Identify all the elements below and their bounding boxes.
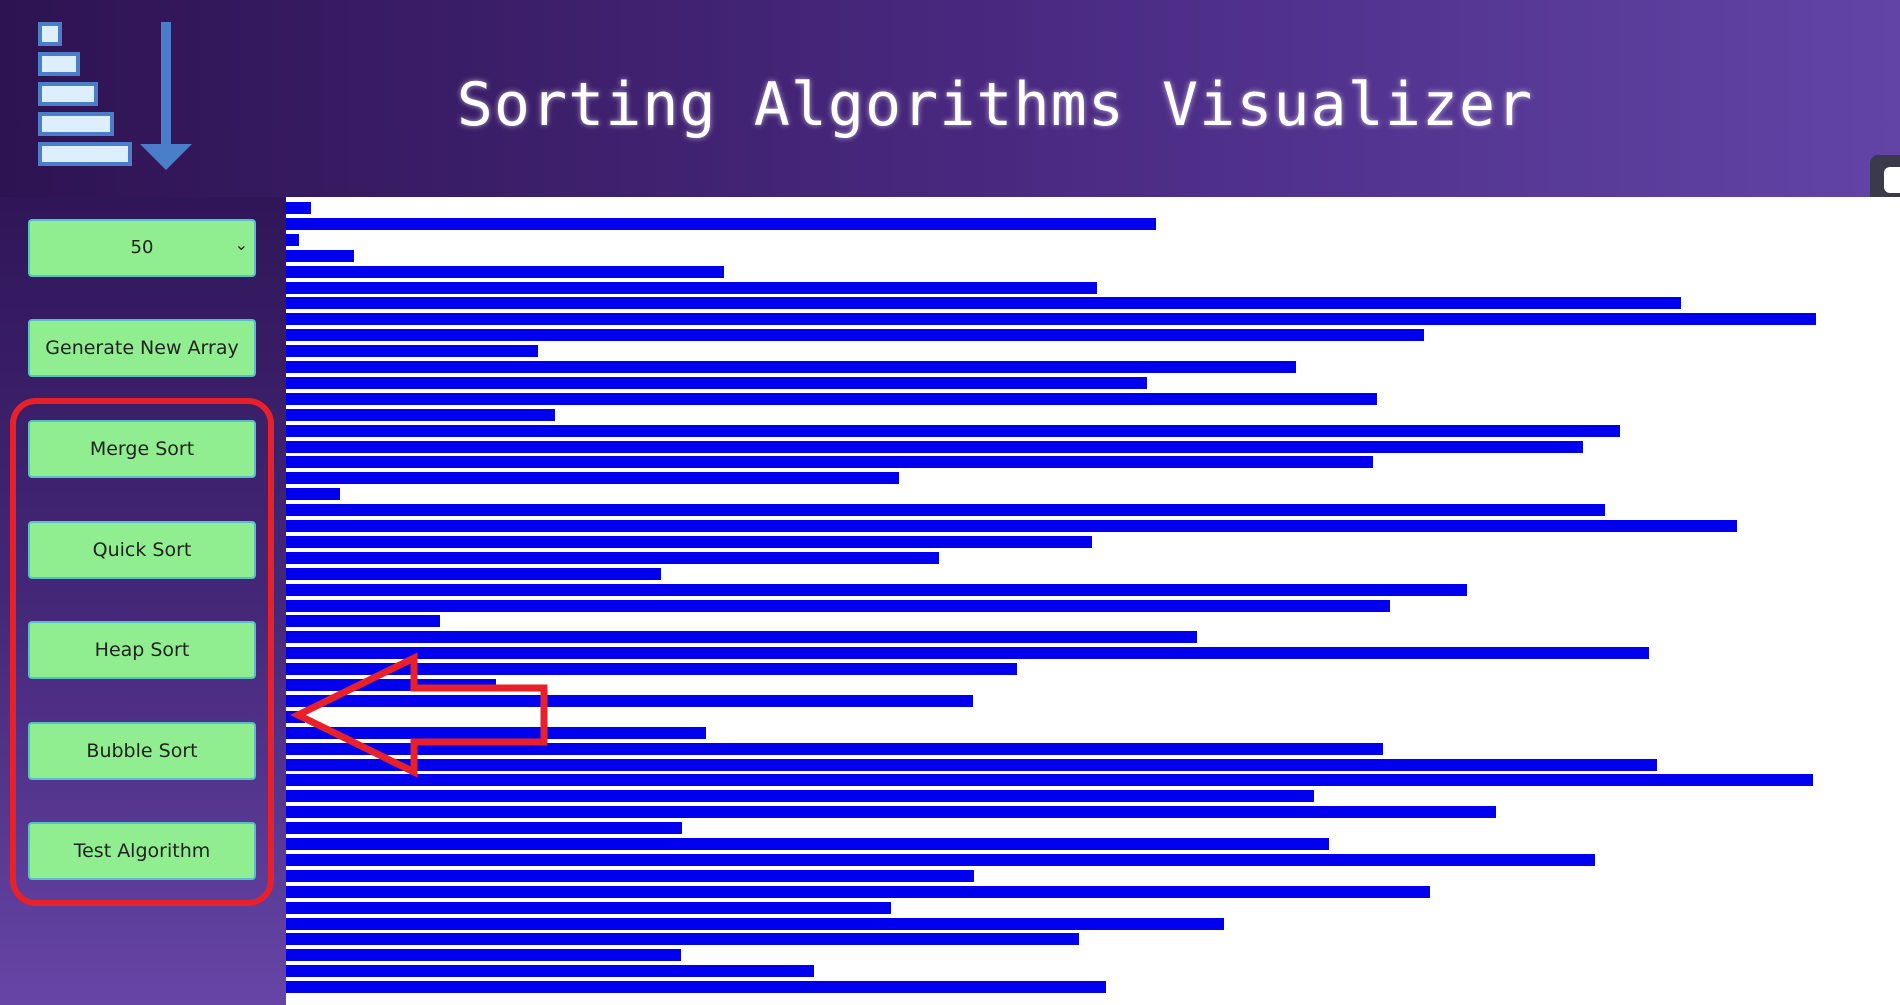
array-bar [286, 631, 1197, 644]
array-size-value: 50 [130, 237, 154, 258]
array-bar [286, 679, 496, 691]
array-bar [286, 329, 1424, 342]
test-algorithm-button[interactable]: Test Algorithm [28, 822, 256, 880]
array-bar [286, 345, 538, 358]
side-panel-handle-icon [1884, 167, 1900, 193]
array-bar [286, 647, 1649, 660]
array-bar [286, 472, 899, 485]
page-title: Sorting Algorithms Visualizer [456, 70, 1534, 140]
array-bar [286, 869, 974, 882]
array-bar [286, 742, 1383, 755]
array-bar [286, 551, 939, 564]
array-bar [286, 392, 1377, 405]
heap-sort-button[interactable]: Heap Sort [28, 621, 256, 679]
array-bar [286, 694, 973, 707]
array-bar [286, 981, 1106, 994]
array-bar [286, 265, 724, 278]
array-bar [286, 504, 1605, 517]
array-bar [286, 838, 1329, 850]
array-bar [286, 710, 305, 723]
array-bar [286, 440, 1583, 453]
array-bar [286, 758, 1657, 771]
array-bar [286, 917, 1224, 930]
array-bar [286, 520, 1737, 532]
array-bar [286, 408, 555, 421]
array-bar [286, 361, 1296, 373]
array-bar [286, 774, 1813, 787]
array-bars-panel [286, 197, 1900, 1005]
array-bar [286, 885, 1430, 898]
array-bar [286, 233, 299, 246]
array-bar [286, 806, 1496, 819]
array-size-select[interactable]: 50 ⌄ [28, 219, 256, 277]
array-bar [286, 567, 661, 580]
array-bar [286, 615, 440, 628]
header: Sorting Algorithms Visualizer [0, 0, 1900, 205]
array-bar [286, 488, 340, 501]
array-bar [286, 822, 682, 835]
array-bar [286, 249, 354, 262]
array-bar [286, 456, 1373, 469]
array-bar [286, 726, 706, 739]
array-bar [286, 297, 1681, 310]
array-bar [286, 853, 1595, 866]
array-bar [286, 424, 1620, 437]
array-bar [286, 535, 1092, 548]
array-bar [286, 313, 1816, 326]
array-bar [286, 583, 1467, 596]
array-bar [286, 901, 891, 914]
array-bar [286, 599, 1390, 612]
side-panel-handle[interactable] [1870, 155, 1900, 205]
sort-descending-icon [38, 22, 192, 170]
array-bar [286, 663, 1017, 676]
generate-new-array-button[interactable]: Generate New Array [28, 319, 256, 377]
array-bar [286, 281, 1097, 294]
quick-sort-button[interactable]: Quick Sort [28, 521, 256, 579]
array-bar [286, 933, 1079, 946]
array-bar [286, 202, 311, 214]
bubble-sort-button[interactable]: Bubble Sort [28, 722, 256, 780]
merge-sort-button[interactable]: Merge Sort [28, 420, 256, 478]
chevron-down-icon: ⌄ [234, 235, 248, 254]
array-bar [286, 376, 1147, 389]
array-bar [286, 965, 814, 978]
array-bar [286, 790, 1314, 803]
array-bar [286, 217, 1156, 230]
array-bar [286, 949, 681, 962]
